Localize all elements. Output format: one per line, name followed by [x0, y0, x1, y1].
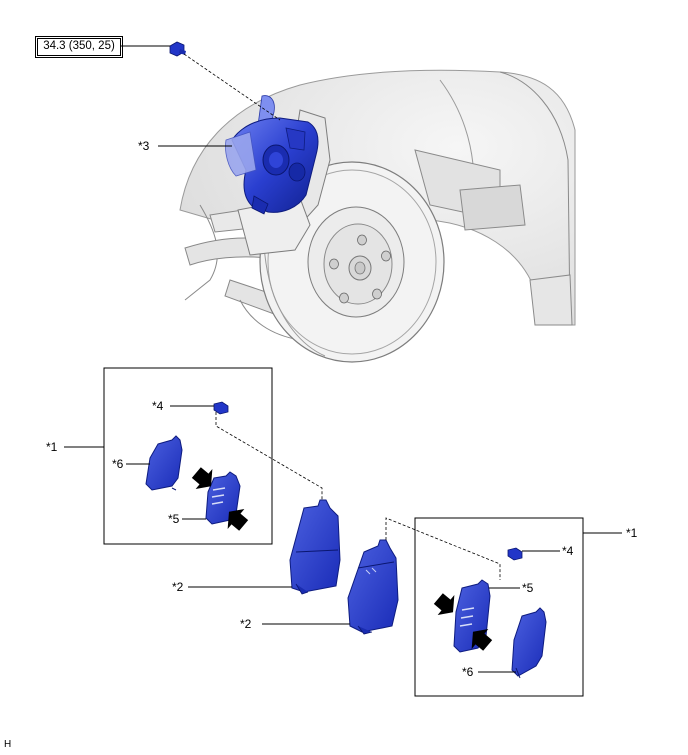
arrow-icon	[471, 629, 493, 651]
dashed-guide-lines	[183, 53, 501, 580]
callout-kit-left: *1	[46, 440, 58, 454]
callout-pad-left: *5	[168, 512, 180, 526]
wear-indicator-clip-right	[507, 547, 523, 561]
callout-wear-clip-right: *4	[562, 544, 574, 558]
callout-caliper: *3	[138, 139, 150, 153]
arrow-icon	[191, 467, 213, 489]
leader-lines	[64, 45, 622, 673]
brake-pad-upper	[289, 499, 341, 595]
callout-pad-right: *5	[522, 581, 534, 595]
callout-wear-clip-left: *4	[152, 399, 164, 413]
pad-shim-left	[145, 435, 183, 491]
callout-pad-lower: *2	[240, 617, 252, 631]
brake-pad-lower	[347, 539, 399, 635]
wheel-hub-assembly	[179, 69, 576, 363]
figure-code: H	[4, 739, 12, 750]
callout-shim-right: *6	[462, 665, 474, 679]
caliper-bolt-icon	[169, 41, 186, 57]
callout-shim-left: *6	[112, 457, 124, 471]
arrow-icon	[227, 509, 249, 531]
pad-shim-right	[511, 607, 547, 679]
arrow-icon	[433, 593, 455, 615]
callout-kit-right: *1	[626, 526, 638, 540]
wear-indicator-clip-left	[213, 401, 229, 415]
callout-pad-upper: *2	[172, 580, 184, 594]
torque-spec-box: 34.3 (350, 25)	[35, 36, 123, 58]
brake-caliper	[225, 95, 319, 215]
pad-kit-box-right	[414, 517, 584, 697]
torque-value: 34.3 (350, 25)	[37, 38, 121, 56]
pad-kit-box-left	[103, 367, 273, 545]
